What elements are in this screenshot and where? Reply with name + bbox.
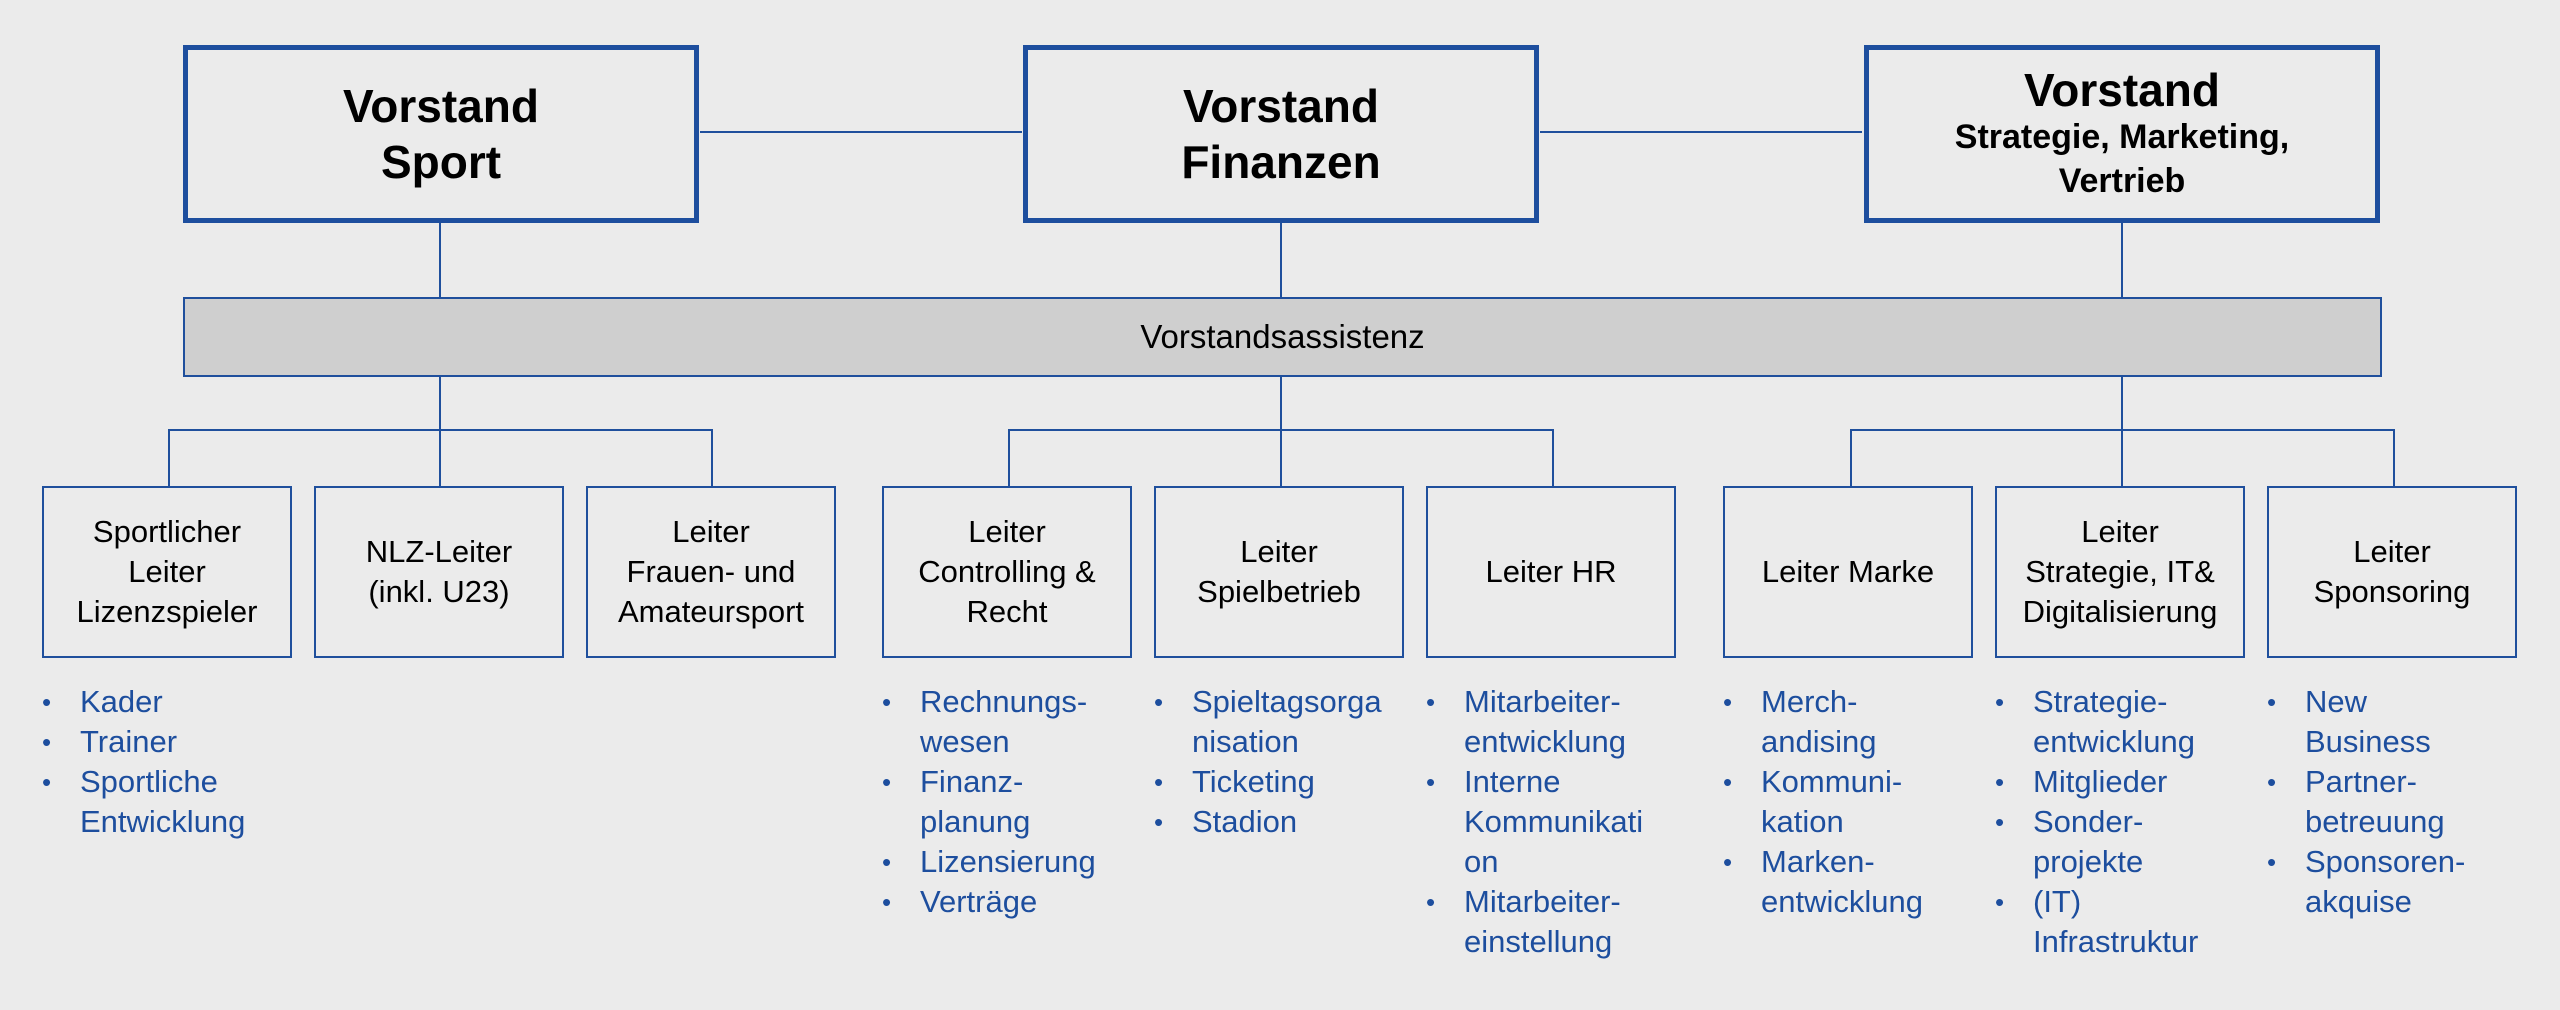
list-item: Spieltagsorga nisation: [1154, 682, 1409, 762]
list-item: Marken- entwicklung: [1723, 842, 1978, 922]
task-list-sponsoring: New Business Partner- betreuung Sponsore…: [2267, 682, 2522, 922]
connector-group-sport-bar: [168, 429, 713, 486]
list-item: Finanz- planung: [882, 762, 1137, 842]
lead-nlz-leiter: NLZ-Leiter (inkl. U23): [314, 486, 564, 658]
board-sport-title: Vorstand: [343, 79, 539, 132]
lead-sponsoring: Leiter Sponsoring: [2267, 486, 2517, 658]
task-list-strategie-it: Strategie- entwicklung Mitglieder Sonder…: [1995, 682, 2250, 962]
vorstandsassistenz-bar: Vorstandsassistenz: [183, 297, 2382, 377]
task-list-sportlicher-leiter: Kader Trainer Sportliche Entwicklung: [42, 682, 297, 842]
list-item: Sonder- projekte: [1995, 802, 2250, 882]
lead-hr: Leiter HR: [1426, 486, 1676, 658]
list-item: Rechnungs- wesen: [882, 682, 1137, 762]
board-finanzen-title: Vorstand: [1183, 79, 1379, 132]
board-finanzen: Vorstand Finanzen: [1023, 45, 1539, 223]
task-list-controlling-recht: Rechnungs- wesen Finanz- planung Lizensi…: [882, 682, 1137, 922]
list-item: Mitglieder: [1995, 762, 2250, 802]
board-strategie: Vorstand Strategie, Marketing, Vertrieb: [1864, 45, 2380, 223]
list-item: Lizensierung: [882, 842, 1137, 882]
list-item: Mitarbeiter- entwicklung: [1426, 682, 1681, 762]
lead-strategie-it: Leiter Strategie, IT& Digitalisierung: [1995, 486, 2245, 658]
list-item: Kader: [42, 682, 297, 722]
board-strategie-subtitle-1: Strategie, Marketing,: [1954, 118, 2290, 157]
task-list-hr: Mitarbeiter- entwicklung Interne Kommuni…: [1426, 682, 1681, 962]
board-sport-subtitle: Sport: [380, 136, 502, 188]
list-item: Verträge: [882, 882, 1137, 922]
list-item: Mitarbeiter- einstellung: [1426, 882, 1681, 962]
list-item: New Business: [2267, 682, 2522, 762]
list-item: Trainer: [42, 722, 297, 762]
task-list-marke: Merch- andising Kommuni- kation Marken- …: [1723, 682, 1978, 922]
board-strategie-title: Vorstand: [2024, 63, 2220, 116]
list-item: Interne Kommunikati on: [1426, 762, 1681, 882]
list-item: Sponsoren- akquise: [2267, 842, 2522, 922]
list-item: Strategie- entwicklung: [1995, 682, 2250, 762]
lead-sportlicher-leiter: Sportlicher Leiter Lizenzspieler: [42, 486, 292, 658]
connector-group-strategie-bar: [1850, 429, 2395, 486]
list-item: (IT) Infrastruktur: [1995, 882, 2250, 962]
board-finanzen-subtitle: Finanzen: [1181, 136, 1381, 188]
lead-spielbetrieb: Leiter Spielbetrieb: [1154, 486, 1404, 658]
list-item: Ticketing: [1154, 762, 1409, 802]
board-sport: Vorstand Sport: [183, 45, 699, 223]
list-item: Sportliche Entwicklung: [42, 762, 297, 842]
lead-frauen-amateursport: Leiter Frauen- und Amateursport: [586, 486, 836, 658]
task-list-spielbetrieb: Spieltagsorga nisation Ticketing Stadion: [1154, 682, 1409, 842]
list-item: Stadion: [1154, 802, 1409, 842]
connector-group-finanzen-bar: [1008, 429, 1554, 486]
list-item: Merch- andising: [1723, 682, 1978, 762]
lead-controlling-recht: Leiter Controlling & Recht: [882, 486, 1132, 658]
lead-marke: Leiter Marke: [1723, 486, 1973, 658]
list-item: Partner- betreuung: [2267, 762, 2522, 842]
list-item: Kommuni- kation: [1723, 762, 1978, 842]
board-strategie-subtitle-2: Vertrieb: [2058, 162, 2186, 201]
